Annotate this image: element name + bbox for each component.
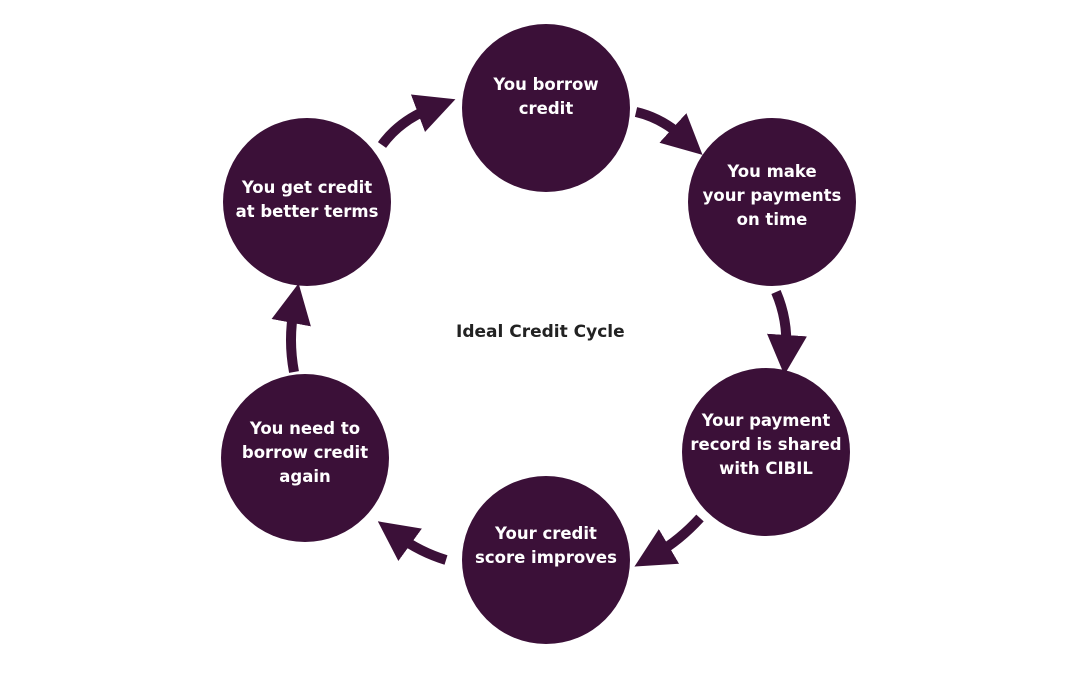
step-score-improves: Your credit score improves bbox=[462, 476, 630, 644]
arrow-6-to-1 bbox=[377, 94, 456, 149]
step-label: You get credit at better terms bbox=[235, 178, 379, 221]
arrow-3-to-4 bbox=[634, 514, 704, 567]
step-record-shared: Your payment record is shared with CIBIL bbox=[682, 368, 850, 536]
step-label: You borrow credit bbox=[493, 75, 599, 118]
arrow-2-to-3 bbox=[767, 290, 807, 375]
step-label: You need to borrow credit again bbox=[241, 419, 369, 486]
step-label: Your payment record is shared with CIBIL bbox=[690, 411, 842, 478]
step-label: Your credit score improves bbox=[475, 524, 617, 567]
arrow-4-to-5 bbox=[377, 521, 448, 565]
diagram-title: Ideal Credit Cycle bbox=[456, 322, 625, 342]
step-better-terms: You get credit at better terms bbox=[223, 118, 391, 286]
step-make-payments: You make your payments on time bbox=[688, 118, 856, 286]
step-borrow-again: You need to borrow credit again bbox=[221, 374, 389, 542]
step-borrow-credit: You borrow credit bbox=[462, 24, 630, 192]
arrow-1-to-2 bbox=[634, 107, 703, 155]
step-label: You make your payments on time bbox=[702, 162, 842, 229]
arrow-5-to-6 bbox=[271, 283, 311, 373]
